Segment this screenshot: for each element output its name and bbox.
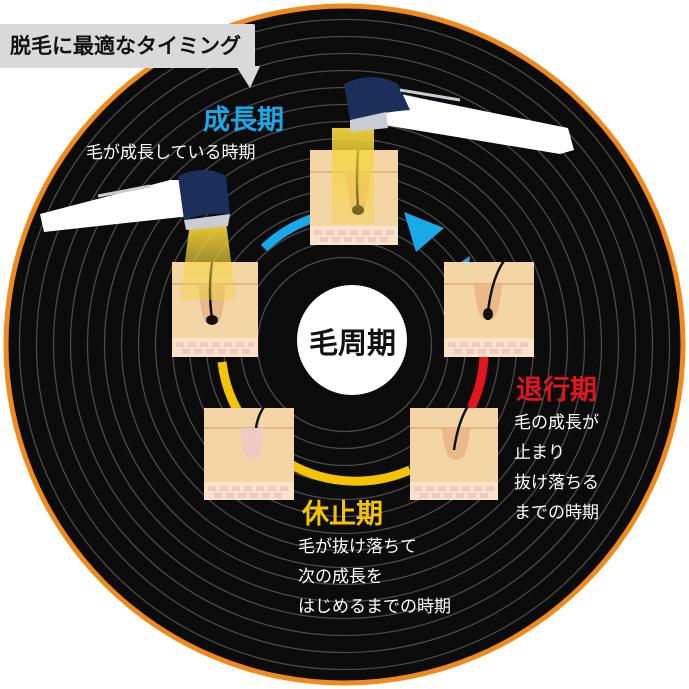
phase-title-regression: 退行期 — [516, 375, 597, 406]
title-banner-tail — [236, 66, 260, 88]
cycle-arrow-icon — [404, 212, 444, 252]
skin-hair-icon-resting — [204, 403, 294, 500]
center-label: 毛周期 — [308, 326, 396, 360]
phase-desc-growth: 毛が成長している時期 — [86, 143, 256, 163]
phase-desc-resting: 毛が抜け落ちて 次の成長を はじめるまでの時期 — [298, 537, 451, 617]
light-beam-growth-left — [180, 222, 236, 300]
light-beam-growth — [332, 128, 374, 224]
center-circle — [297, 285, 407, 395]
phase-desc-regression: 毛の成長が 止まり 抜け落ちる までの時期 — [514, 413, 599, 523]
title-banner: 脱毛に最適なタイミング — [0, 24, 255, 68]
skin-hair-icon-resting-right — [410, 405, 498, 500]
phase-title-resting: 休止期 — [302, 499, 383, 530]
hair-removal-device-icon-left — [40, 170, 230, 232]
skin-hair-icon-regression — [444, 257, 534, 357]
phase-title-growth: 成長期 — [203, 105, 284, 136]
hair-removal-device-icon-right — [344, 77, 574, 154]
